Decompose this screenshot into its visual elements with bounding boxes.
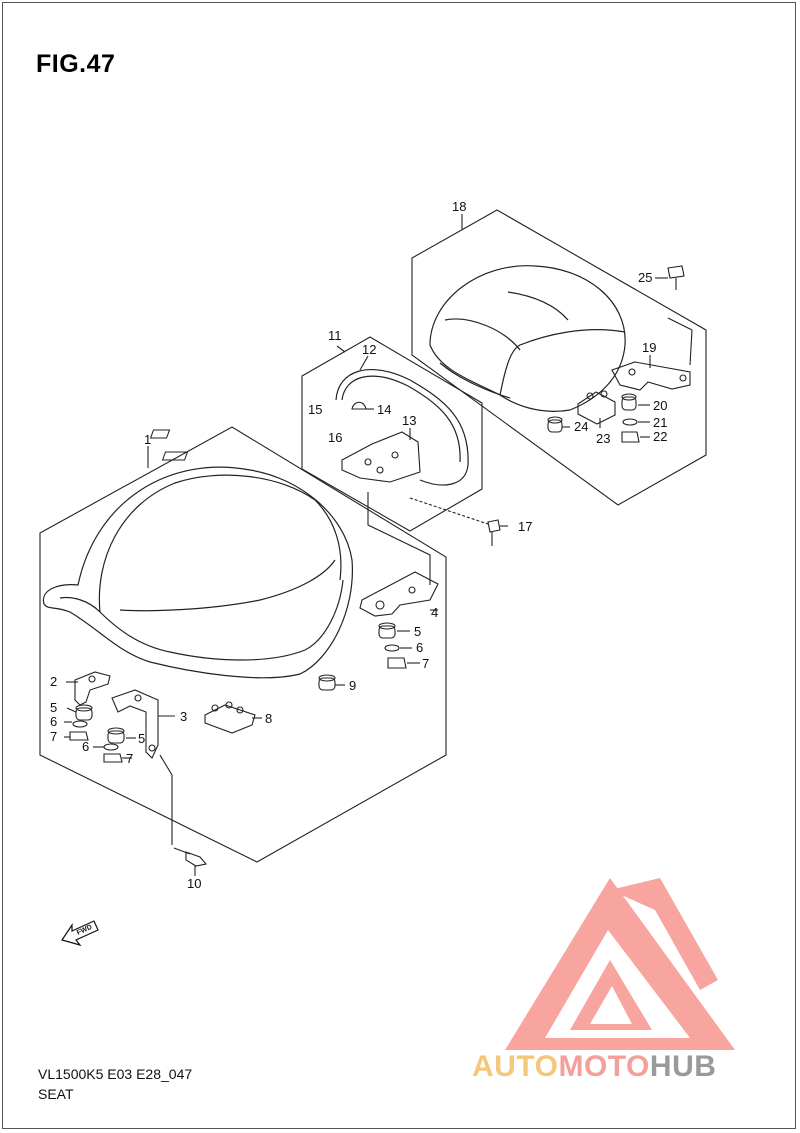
callout-6-left: 6 <box>50 714 57 729</box>
callout-5: 5 <box>414 624 421 639</box>
callout-6: 6 <box>416 640 423 655</box>
watermark-auto: AUTO <box>472 1050 559 1083</box>
callout-9: 9 <box>349 678 356 693</box>
callout-22: 22 <box>653 429 667 444</box>
callout-11: 11 <box>328 328 342 343</box>
cushion-part-9 <box>318 674 345 691</box>
rear-seat-part <box>429 265 626 412</box>
cushion-set-left <box>69 704 125 763</box>
callout-4: 4 <box>431 605 438 620</box>
callout-20: 20 <box>653 398 667 413</box>
automotohub-logo-icon <box>505 878 735 1050</box>
bracket-part-19 <box>611 361 691 391</box>
callout-7: 7 <box>422 656 429 671</box>
figure-code: VL1500K5 E03 E28_047 <box>38 1066 193 1082</box>
callout-12: 12 <box>362 342 376 357</box>
callout-8: 8 <box>265 711 272 726</box>
pad-part-16 <box>161 451 189 461</box>
bolt-part-25 <box>667 265 693 366</box>
group-box-front-seat <box>39 426 447 863</box>
hinge-part-13 <box>341 431 421 483</box>
callout-3: 3 <box>180 709 187 724</box>
bracket-part-2 <box>66 671 111 706</box>
callout-14: 14 <box>377 402 391 417</box>
rubber-block-part-8 <box>204 701 262 734</box>
group-box-rear-seat <box>411 209 707 506</box>
watermark-hub: HUB <box>649 1050 717 1083</box>
pad-part-15 <box>149 429 171 439</box>
callout-5-left: 5 <box>50 700 57 715</box>
cushion-set-right <box>378 622 407 669</box>
front-seat-part <box>42 466 353 679</box>
callout-5-mid: 5 <box>138 731 145 746</box>
forward-arrow-icon: FWD <box>61 920 99 947</box>
callout-18: 18 <box>452 199 466 214</box>
callout-16: 16 <box>328 430 342 445</box>
cushion-set-rear <box>621 393 640 443</box>
group-box-frame <box>301 336 483 532</box>
callout-1: 1 <box>144 432 151 447</box>
callout-25: 25 <box>638 270 652 285</box>
bracket-part-3 <box>111 689 175 759</box>
figure-name: SEAT <box>38 1086 74 1102</box>
watermark-text: AUTOMOTOHUB <box>472 1050 716 1084</box>
rubber-block-part-23 <box>577 390 616 425</box>
cap-part-14 <box>351 401 374 410</box>
bolt-part-10 <box>173 847 208 876</box>
callout-7-left: 7 <box>50 729 57 744</box>
callout-2: 2 <box>50 674 57 689</box>
cushion-part-24 <box>547 416 563 433</box>
callout-13: 13 <box>402 413 416 428</box>
callout-19: 19 <box>642 340 656 355</box>
bracket-part-4 <box>359 571 439 617</box>
figure-title: FIG.47 <box>36 50 116 78</box>
callout-21: 21 <box>653 415 667 430</box>
watermark-moto: MOTO <box>558 1050 650 1083</box>
callout-6-mid: 6 <box>82 739 89 754</box>
callout-23: 23 <box>596 431 610 446</box>
callout-7-mid: 7 <box>126 751 133 766</box>
bolt-part-17 <box>409 497 501 546</box>
callout-24: 24 <box>574 419 588 434</box>
callout-15: 15 <box>308 402 322 417</box>
callout-10: 10 <box>187 876 201 891</box>
callout-17: 17 <box>518 519 532 534</box>
seat-frame-part-12 <box>335 369 469 486</box>
